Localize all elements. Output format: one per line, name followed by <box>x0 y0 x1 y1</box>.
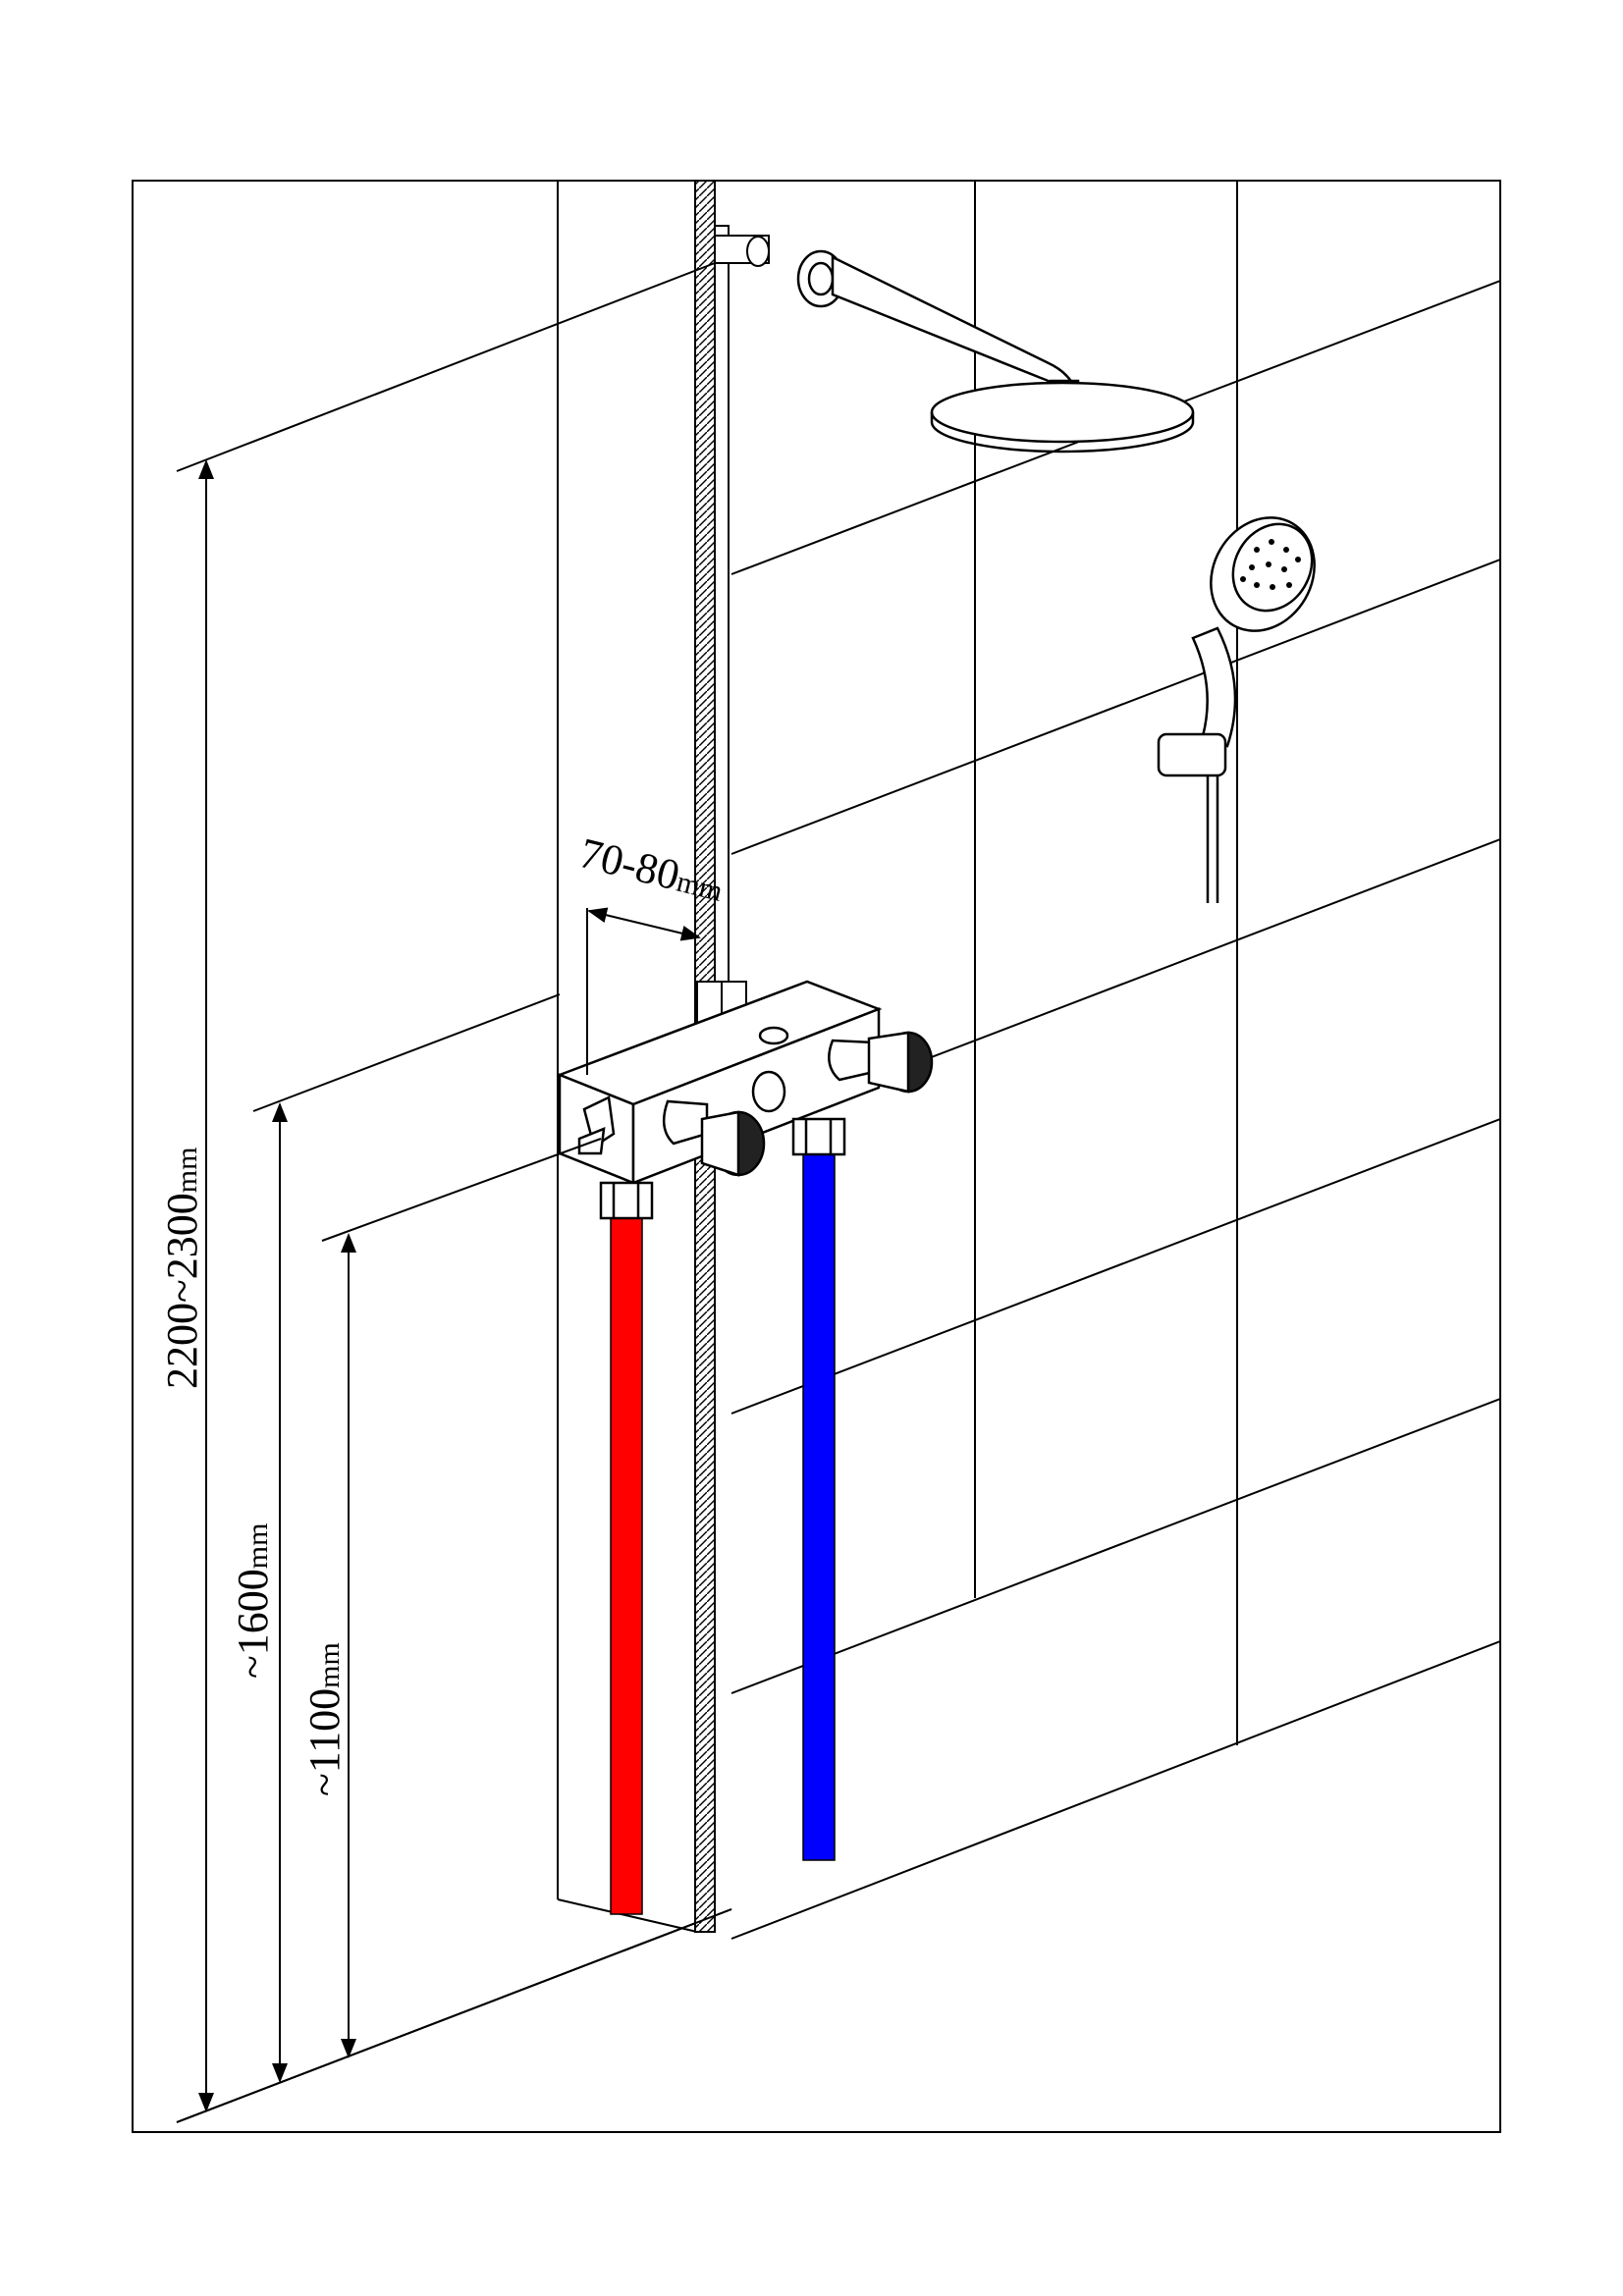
overhead-shower <box>796 249 1195 454</box>
diverter-lever <box>577 1095 616 1155</box>
lower-height-label: ~1100mm <box>300 1642 349 1796</box>
diverter-outlet <box>751 1070 786 1113</box>
total-height-label: 2200~2300mm <box>158 1148 206 1389</box>
extension-lines <box>176 262 732 2123</box>
temperature-knob <box>662 1099 766 1177</box>
hand-shower <box>1157 516 1316 903</box>
thermostatic-mixer <box>556 980 883 1185</box>
wall-offset-arrow <box>587 907 701 941</box>
hot-water-pipe <box>610 1216 643 1915</box>
hand-shower-holder <box>1157 732 1227 777</box>
cold-water-pipe <box>802 1148 836 1861</box>
drawing-frame <box>132 180 1501 2133</box>
slide-rail <box>696 225 770 1041</box>
rain-shower-head <box>930 381 1195 444</box>
mixer-height-label: ~1600mm <box>229 1523 277 1679</box>
hand-shower-nozzles <box>1240 539 1301 590</box>
pipe-connectors <box>599 1117 846 1220</box>
dimension-arrows <box>198 459 701 2112</box>
flow-knob <box>828 1031 934 1094</box>
